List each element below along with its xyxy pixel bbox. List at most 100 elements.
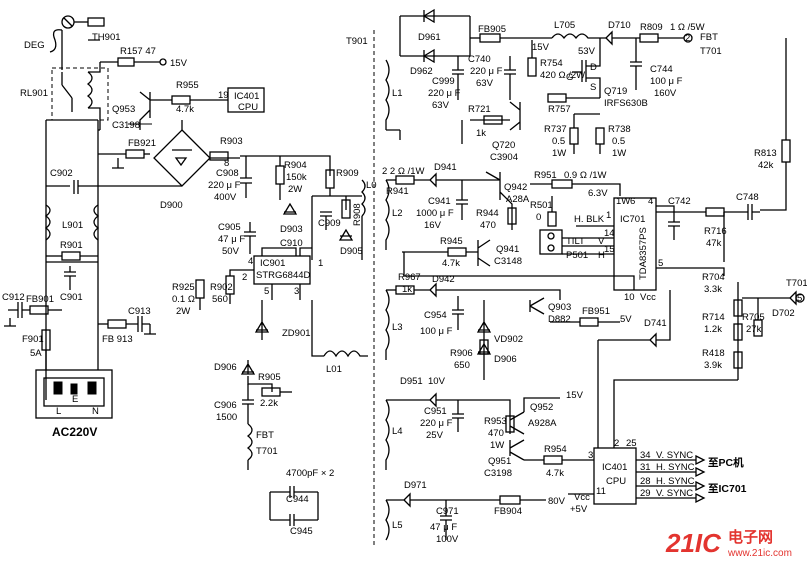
c912-label: C912 (2, 292, 25, 303)
l5-label: L5 (392, 520, 403, 531)
r902-label: R902 (210, 282, 233, 293)
r757-label: R757 (548, 104, 571, 115)
cpu-label-b: CPU (606, 476, 626, 487)
d906-label-b: D906 (494, 354, 517, 365)
r721-label: R721 (468, 104, 491, 115)
watermark-brand: 21IC (665, 528, 722, 558)
ic701-pin1: 1 (606, 210, 611, 221)
c944-label: C944 (286, 494, 309, 505)
c999-label: C999 (432, 76, 455, 87)
c744-value1: 100 μ F (650, 76, 683, 87)
ic901-part: STRG6844D (256, 270, 311, 281)
c744-label: C744 (650, 64, 673, 75)
c3198-label-b: C3198 (484, 468, 512, 479)
fbt-label-b: FBT (700, 32, 718, 43)
watermark-cn: 电子网 (728, 528, 773, 546)
d942-label: D942 (432, 274, 455, 285)
q719-part: IRFS630B (604, 98, 648, 109)
d961-label: D961 (418, 32, 441, 43)
l901-label: L901 (62, 220, 83, 231)
r157-label: R157 47 (120, 46, 156, 57)
c740-value2: 63V (476, 78, 494, 89)
d951-label: D951 (400, 376, 423, 387)
q941-label: Q941 (496, 244, 519, 255)
pin-h-label: H (598, 250, 605, 261)
component-labels: DEG TH901 R157 47 15V RL901 R955 4.7k IC… (2, 20, 807, 545)
c971-value1: 47 μ F (430, 522, 457, 533)
vcc5-label-a: Vcc (574, 492, 590, 503)
c740-label: C740 (468, 54, 491, 65)
pin28-label: 28 (640, 476, 651, 487)
r953-value2: 1W (490, 440, 504, 451)
r905-value: 2.2k (260, 398, 278, 409)
r714-label: R714 (702, 312, 725, 323)
c913-label: C913 (128, 306, 151, 317)
r951-label: R951 (534, 170, 557, 181)
d900-label: D900 (160, 200, 183, 211)
vcc5-label-b: +5V (570, 504, 588, 515)
v5-label: 5V (620, 314, 632, 325)
l4-label: L4 (392, 426, 403, 437)
r418-label: R418 (702, 348, 725, 359)
ic901-pin4: 4 (248, 256, 253, 267)
to-pc-label: 至PC机 (708, 456, 744, 469)
l3-label: L3 (392, 322, 403, 333)
hsync-label-1: H. SYNC (656, 462, 695, 473)
t701-label-c: T701 (786, 278, 807, 289)
vsync-label-1: V. SYNC (656, 450, 693, 461)
fb913-label: FB 913 (102, 334, 133, 345)
r906-value: 650 (454, 360, 470, 371)
c901-label: C901 (60, 292, 83, 303)
c906-label: C906 (214, 400, 237, 411)
r813-label: R813 (754, 148, 777, 159)
plug-e-label: E (72, 394, 78, 405)
r906-label: R906 (450, 348, 473, 359)
pin34-label: 34 (640, 450, 651, 461)
q942-label: Q942 (504, 182, 527, 193)
r904-value2: 2W (288, 184, 302, 195)
ic701-pin15: 15 (604, 244, 615, 255)
mains-input-section (4, 15, 265, 419)
c954-label: C954 (424, 310, 447, 321)
v63-label: 6.3V (588, 188, 608, 199)
l705-label: L705 (554, 20, 575, 31)
f901-label: F901 (22, 334, 44, 345)
r908-label: R908 (352, 203, 363, 226)
r714-value: 1.2k (704, 324, 722, 335)
r738-value2: 1W (612, 148, 626, 159)
fb921-label: FB921 (128, 138, 156, 149)
c905-value2: 50V (222, 246, 240, 257)
q719-label: Q719 (604, 86, 627, 97)
t701-label-a: T701 (256, 446, 278, 457)
q952-label: Q952 (530, 402, 553, 413)
d710-label: D710 (608, 20, 631, 31)
c951-value2: 25V (426, 430, 444, 441)
c910-label: C910 (280, 238, 303, 249)
c951-value1: 220 μ F (420, 418, 453, 429)
r967-label: R967 (398, 272, 421, 283)
pin31-label: 31 (640, 462, 651, 473)
c905-label: C905 (218, 222, 241, 233)
c909-label: C909 (318, 218, 341, 229)
plug-l-label: L (56, 406, 61, 417)
ic401-pin25: 25 (626, 438, 637, 449)
r941-label: R941 (386, 186, 409, 197)
r716-value: 47k (706, 238, 722, 249)
c-pair-label: 4700pF × 2 (286, 468, 334, 479)
l01-label: L01 (326, 364, 342, 375)
r904-label: R904 (284, 160, 307, 171)
r925-value1: 0.1 Ω (172, 294, 195, 305)
c941-value2: 16V (424, 220, 442, 231)
fb951-label: FB951 (582, 306, 610, 317)
ic701-1w: 1W (616, 196, 630, 207)
ic701-part: TDA8357PS (638, 227, 649, 280)
c902-label: C902 (50, 168, 73, 179)
rail-6v3-and-ic701 (386, 171, 760, 291)
rl901-label: RL901 (20, 88, 48, 99)
vd902-label: VD902 (494, 334, 523, 345)
ic701-pin14: 14 (604, 228, 615, 239)
deg-label: DEG (24, 40, 45, 51)
tilt-label: TILT (566, 236, 585, 247)
ic701-label: IC701 (620, 214, 645, 225)
c971-value2: 100V (436, 534, 459, 545)
